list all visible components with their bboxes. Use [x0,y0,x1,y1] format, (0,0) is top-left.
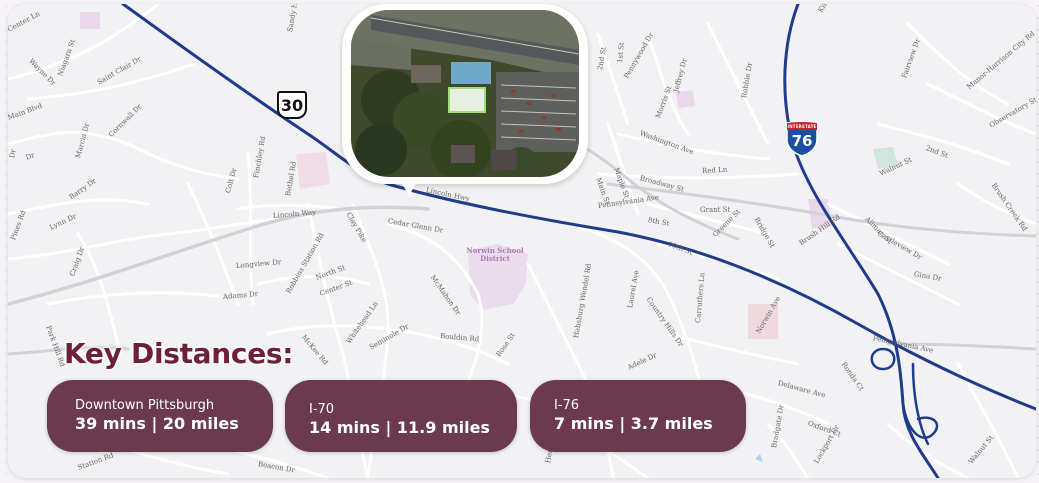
us-route-30-shield-icon: 30 [277,91,307,119]
distance-card-downtown-pittsburgh: Downtown Pittsburgh 39 mins | 20 miles [47,380,273,452]
distance-destination: I-70 [309,402,335,417]
aerial-callout-pointer [398,176,420,196]
aerial-site-image [351,10,579,177]
distance-card-i70: I-70 14 mins | 11.9 miles [285,380,517,452]
distance-value: 7 mins | 3.7 miles [554,414,713,433]
interstate-shield-top-text: INTERSTATE [787,124,817,129]
land-areas [80,12,898,339]
key-distances-title: Key Distances: [64,337,294,370]
highway-us30 [121,4,1036,411]
interstate-76-shield-icon: INTERSTATE 76 [785,121,819,157]
aerial-photo-callout[interactable] [342,4,588,196]
street-label: Red Ln [701,165,728,175]
interstate-shield-number: 76 [791,132,813,150]
street-label: Dr [8,148,18,159]
interstate-shield-shape [786,121,818,157]
district-label: Norwin School District [466,246,524,263]
distance-value: 39 mins | 20 miles [75,414,239,433]
distance-value: 14 mins | 11.9 miles [309,418,490,437]
distance-card-i76: I-76 7 mins | 3.7 miles [530,380,746,452]
street-label: Grant St [700,206,731,214]
highway-i76 [783,4,940,478]
distance-destination: I-76 [554,398,580,413]
us-route-number: 30 [280,95,304,115]
map-area[interactable]: Center Ln Wayne Dr Niagara St Saint Clai… [8,4,1036,478]
distance-destination: Downtown Pittsburgh [75,398,215,413]
